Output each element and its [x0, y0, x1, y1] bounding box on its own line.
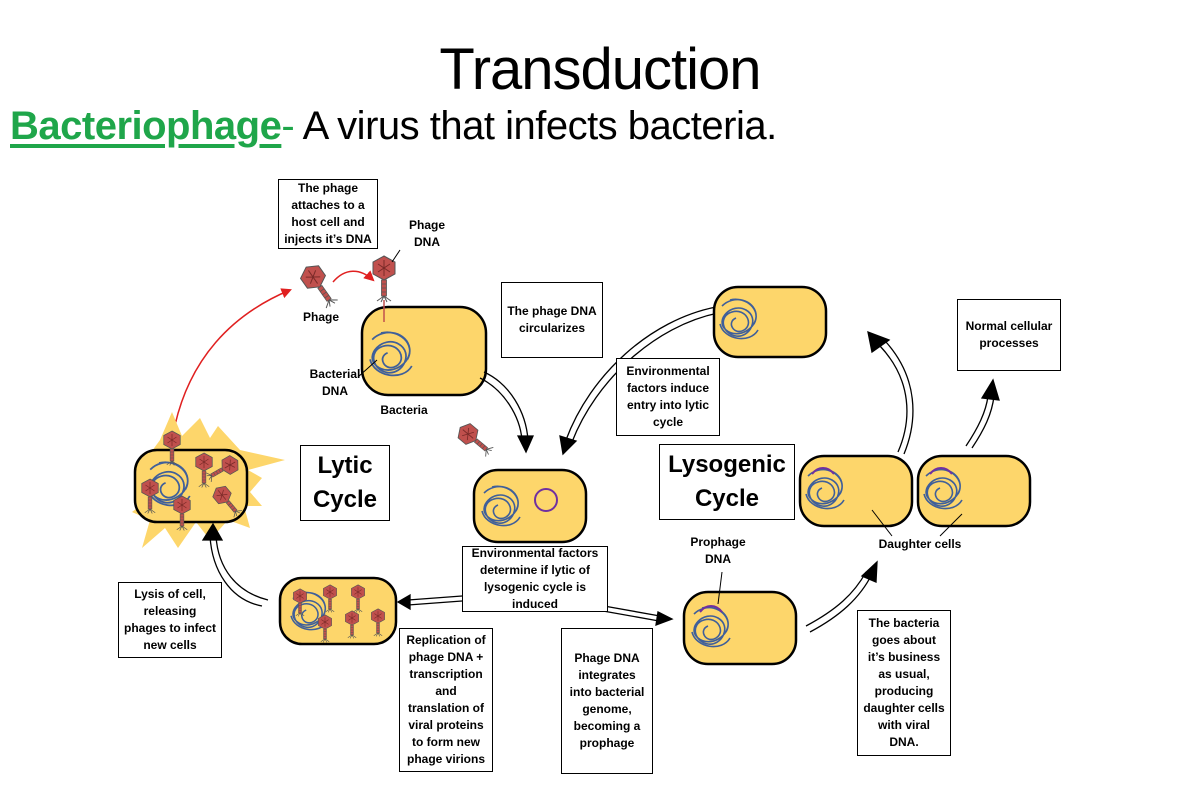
prophage-cell — [682, 571, 798, 666]
bacteria-label: Bacteria — [380, 403, 428, 417]
infected-bacterium — [357, 300, 488, 397]
lysing-cell — [132, 412, 285, 548]
daughter-cells — [798, 454, 1032, 537]
definition-text: A virus that infects bacteria. — [294, 104, 778, 148]
integrates-box: Phage DNA integrates into bacterial geno… — [561, 628, 653, 774]
prophage-dna-label: Prophage DNA — [690, 535, 746, 566]
environmental-entry-box: Environmental factors induce entry into … — [616, 358, 720, 436]
definition-term: Bacteriophage — [10, 104, 282, 148]
normal-processes-arrow — [965, 378, 1000, 449]
circularize-arrow — [479, 371, 534, 454]
lysogenic-cycle-label: Lysogenic Cycle — [659, 444, 795, 520]
replicating-cell — [278, 576, 398, 646]
to-lytic-arrow — [396, 593, 463, 611]
definition-separator: - — [281, 104, 295, 148]
phage-label: Phage — [302, 310, 339, 324]
new-infection-arrow — [174, 288, 292, 426]
attach-box: The phage attaches to a host cell and in… — [278, 179, 378, 249]
definition: Bacteriophage- A virus that infects bact… — [10, 104, 777, 149]
normal-processes-box: Normal cellular processes — [957, 299, 1061, 371]
circularizes-box: The phage DNA circularizes — [501, 282, 603, 358]
phage-jump-arrow — [332, 270, 375, 283]
division-arrow — [805, 560, 878, 633]
to-lysogenic-arrow — [602, 605, 674, 626]
lysis-box: Lysis of cell, releasing phages to infec… — [118, 582, 222, 658]
free-phage-icon — [296, 260, 343, 312]
bacterial-dna-label: Bacterial DNA — [309, 367, 361, 398]
lytic-return-arrow — [201, 522, 269, 607]
induced-cell — [712, 285, 828, 359]
lysogenic-loop-arrow — [867, 330, 914, 455]
daughter-cells-label: Daughter cells — [878, 537, 962, 551]
business-box: The bacteria goes about it’s business as… — [857, 610, 951, 756]
lone-phage-icon — [453, 419, 497, 461]
replication-box: Replication of phage DNA + transcription… — [399, 628, 493, 772]
phage-dna-label: Phage DNA — [408, 218, 445, 249]
central-cell — [472, 468, 588, 544]
environmental-determine-box: Environmental factors determine if lytic… — [462, 546, 608, 612]
lytic-cycle-label: Lytic Cycle — [300, 445, 390, 521]
attaching-phage-icon — [372, 255, 396, 303]
page-title: Transduction — [439, 37, 761, 102]
